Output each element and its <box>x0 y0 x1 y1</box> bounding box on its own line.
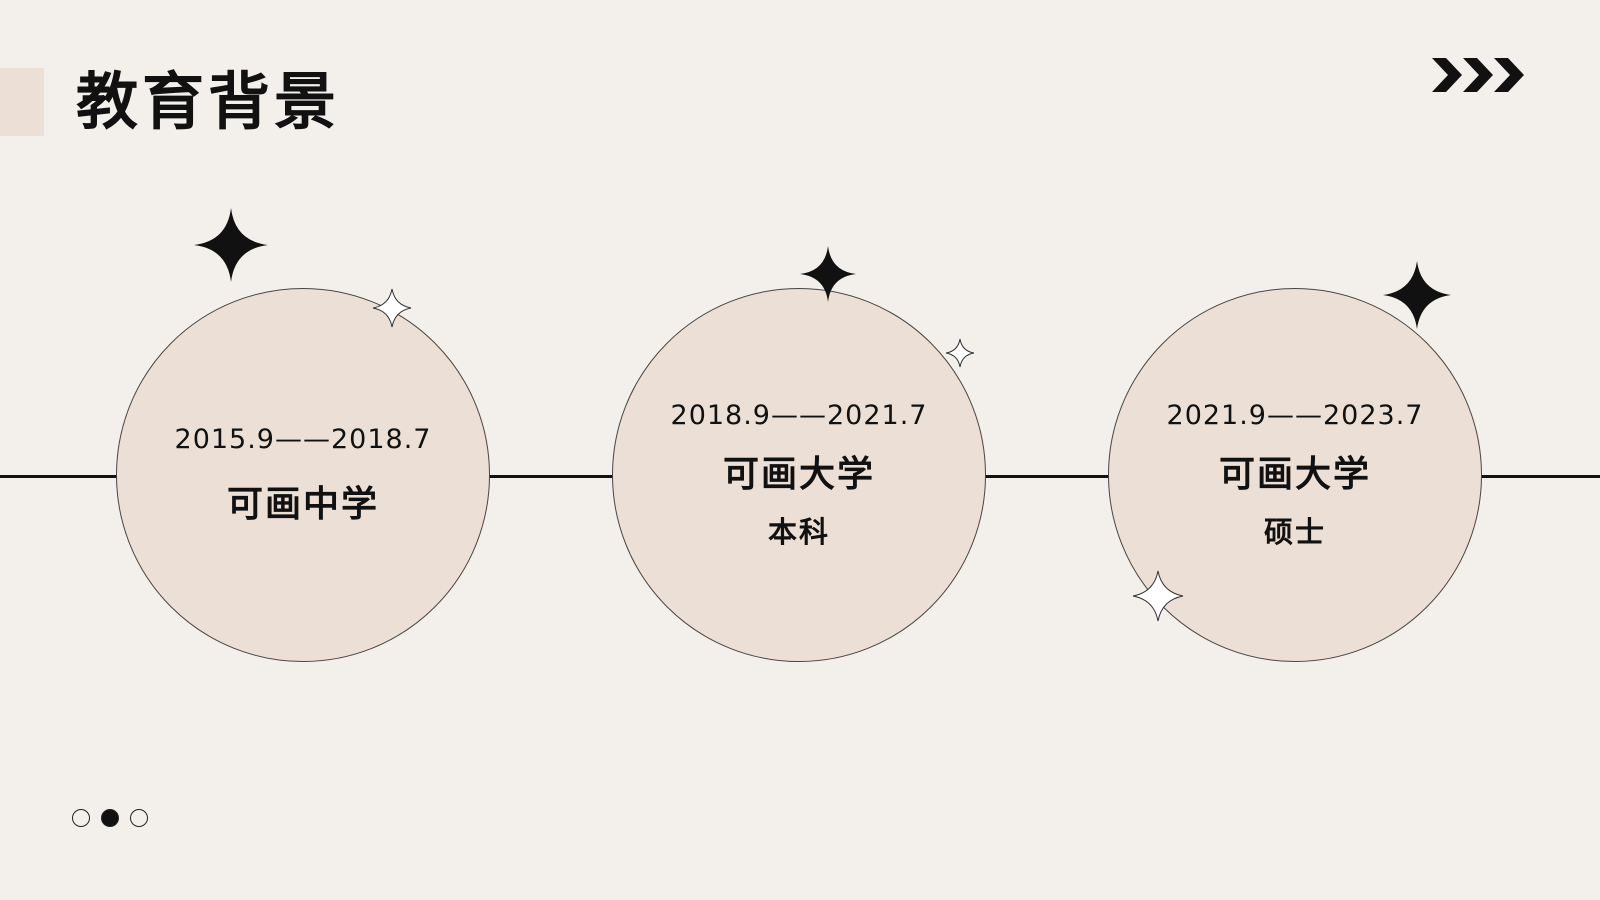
page-dot-2[interactable] <box>101 809 119 827</box>
four-point-star-filled-icon <box>800 246 856 302</box>
node-school: 可画中学 <box>226 483 379 525</box>
four-point-star-outline-icon <box>1132 570 1184 622</box>
node-date: 2015.9——2018.7 <box>174 423 432 455</box>
four-point-star-filled-icon <box>194 208 268 282</box>
four-point-star-outline-icon <box>945 338 975 368</box>
node-date: 2021.9——2023.7 <box>1166 399 1424 431</box>
page-dot-1[interactable] <box>72 809 90 827</box>
timeline-node-1: 2015.9——2018.7 可画中学 <box>116 288 490 662</box>
four-point-star-filled-icon <box>1383 261 1451 329</box>
pagination-dots <box>72 809 148 827</box>
timeline-node-2: 2018.9——2021.7 可画大学 本科 <box>612 288 986 662</box>
page-title: 教育背景 <box>76 65 341 138</box>
title-accent-bar <box>0 68 44 136</box>
four-point-star-outline-icon <box>372 288 412 328</box>
node-degree: 硕士 <box>1263 514 1326 549</box>
node-date: 2018.9——2021.7 <box>670 399 928 431</box>
node-school: 可画大学 <box>722 453 875 495</box>
node-school: 可画大学 <box>1218 453 1371 495</box>
node-degree: 本科 <box>767 514 830 549</box>
chevrons-right-icon[interactable] <box>1432 58 1528 92</box>
page-dot-3[interactable] <box>130 809 148 827</box>
